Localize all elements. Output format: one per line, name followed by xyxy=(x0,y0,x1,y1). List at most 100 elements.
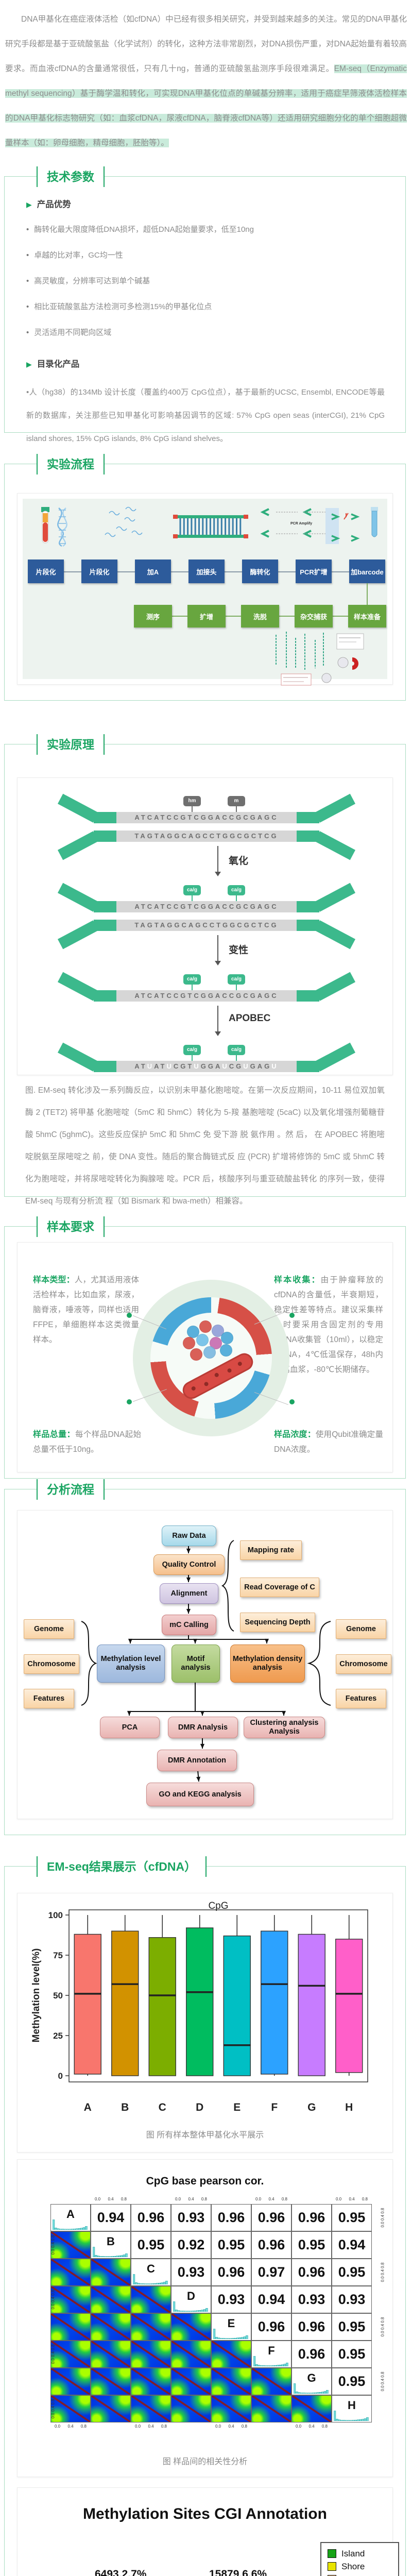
methyl-tag: ca/g xyxy=(183,885,201,902)
advantage-item: •相比亚硫酸氢盐方法检测可多检测15%的甲基化位点 xyxy=(26,301,385,313)
corr-value-cell: 0.96 xyxy=(291,2341,332,2368)
sample-card: 样本类型：人，尤其适用液体活检样本，比如血浆，尿液，脑脊液，唾液等，同样也适用F… xyxy=(17,1242,393,1472)
corr-density-cell xyxy=(50,2341,91,2368)
advantage-text: 灵活适用不同靶向区域 xyxy=(34,328,112,337)
tag-pin xyxy=(192,985,193,991)
section-title-principle: 实验原理 xyxy=(37,734,105,755)
vessel-cell xyxy=(203,1381,209,1387)
advantage-text: 高灵敏度，分辨率可达到单个碱基 xyxy=(34,277,150,285)
stage-arrow xyxy=(215,846,221,876)
svg-text:CpG: CpG xyxy=(208,1901,228,1911)
legend-swatch xyxy=(328,2562,336,2571)
corr-density-cell xyxy=(91,2286,131,2313)
flowchart-connectors xyxy=(81,1540,331,1782)
adapter-arm xyxy=(297,990,319,1002)
corr-diagonal-label: D xyxy=(187,2290,195,2302)
tumor-cell xyxy=(203,1346,216,1359)
corr-value-cell: 0.93 xyxy=(211,2286,251,2313)
corr-density-cell xyxy=(91,2259,131,2286)
tumor-cell xyxy=(199,1320,212,1333)
adapter-arm-angled xyxy=(314,920,356,950)
corr-value-cell: 0.95 xyxy=(332,2368,372,2395)
adapter-arm xyxy=(297,812,319,823)
svg-text:C: C xyxy=(159,2102,166,2113)
tumor-cell xyxy=(190,1348,202,1361)
dna-helix-icon xyxy=(57,507,67,547)
bullet-dot: • xyxy=(26,328,29,337)
corr-density-cell xyxy=(131,2286,171,2313)
bullet-dot: • xyxy=(26,277,29,285)
corr-cell: G xyxy=(291,2368,332,2395)
adapter-arm xyxy=(297,901,319,912)
tag-pin xyxy=(192,1055,193,1061)
legend-swatch xyxy=(328,2549,336,2558)
corr-cell: C xyxy=(131,2259,171,2286)
advantage-item: • 灵活适用不同靶向区域 xyxy=(26,327,385,338)
corr-value-cell: 0.93 xyxy=(332,2286,372,2313)
corr-density-cell xyxy=(171,2341,211,2368)
corr-axis-ticks: 0.0 0.4 0.8 xyxy=(380,2208,385,2227)
hybrid-capture-sketch xyxy=(276,632,364,686)
flow-dmr-annotation: DMR Annotation xyxy=(157,1750,237,1771)
workflow-down-connector xyxy=(367,583,368,605)
svg-text:75: 75 xyxy=(53,1951,63,1960)
methyl-tag: ca/g xyxy=(228,1045,245,1061)
corr-density-cell xyxy=(50,2286,91,2313)
corr-value-cell: 0.95 xyxy=(332,2341,372,2368)
corr-axis-ticks: 0.0 0.4 0.8 xyxy=(50,2290,56,2309)
advantage-item: • 酶转化最大限度降低DNA损坏，超低DNA起始量要求，低至10ng xyxy=(26,224,385,235)
pie-label-shelf: 6493,2.7% xyxy=(95,2568,147,2576)
intro-text: DNA甲基化在癌症液体活检（如cfDNA）中已经有很多相关研究，并受到越来越多的… xyxy=(5,15,407,73)
sample-collection-block: 样本收集：由于肿瘤释放的cfDNA的含量低，半衰期短，稳定性差等特点。建议采集样… xyxy=(274,1276,383,1374)
methyl-tag: ca/g xyxy=(183,974,201,991)
corr-value-cell: 0.96 xyxy=(291,2259,332,2286)
connector-dot xyxy=(289,1399,295,1404)
workflow-step: 加A xyxy=(135,560,171,583)
svg-text:0: 0 xyxy=(58,2071,63,2081)
advantage-text: 酶转化最大限度降低DNA损坏，超低DNA起始量要求，低至10ng xyxy=(34,225,254,234)
advantage-item: •卓越的比对率，GC均一性 xyxy=(26,250,385,261)
flow-meth-density: Methylation density analysis xyxy=(230,1645,305,1683)
section-title-analysis: 分析流程 xyxy=(37,1479,105,1500)
corr-axis-ticks: 0.0 0.4 0.8 xyxy=(50,2235,56,2255)
corr-diagonal-label: B xyxy=(107,2235,115,2248)
corr-density-cell xyxy=(211,2395,251,2422)
bullet-dot: • xyxy=(26,225,29,234)
corr-value-cell: 0.94 xyxy=(91,2204,131,2231)
svg-text:100: 100 xyxy=(48,1910,63,1920)
corr-value-cell: 0.96 xyxy=(211,2259,251,2286)
methyl-tag: m xyxy=(228,796,245,812)
intro-highlighted-text: EM-seq（Enzymatic methyl sequencing）基于酶学温… xyxy=(5,64,407,147)
corr-density-cell xyxy=(131,2368,171,2395)
corr-density-cell xyxy=(171,2368,211,2395)
methyl-tag: ca/g xyxy=(228,974,245,991)
corr-diagonal-label: H xyxy=(348,2399,356,2412)
adapter-arm xyxy=(94,812,116,823)
svg-text:H: H xyxy=(345,2102,353,2113)
adapter-arm xyxy=(94,901,116,912)
dna-sequence-bar: ATCATCCGTCGGACCGCGAGC xyxy=(116,901,297,912)
corr-axis-ticks: 0.0 0.4 0.8 xyxy=(380,2317,385,2336)
workflow-step: 杂交捕获 xyxy=(295,605,333,628)
adapter-arm xyxy=(297,920,319,931)
corr-density-cell xyxy=(251,2368,291,2395)
corr-diagonal-label: A xyxy=(66,2208,75,2221)
corr-cell: H xyxy=(332,2395,372,2422)
flow-chromosome-left: Chromosome xyxy=(24,1654,79,1674)
principle-caption: 图. EM-seq 转化涉及一系列酶反应，以识别未甲基化胞嘧啶。在第一次反应期间… xyxy=(25,1086,385,1206)
section-title-tech: 技术参数 xyxy=(37,166,105,187)
corr-value-cell: 0.93 xyxy=(171,2259,211,2286)
corr-value-cell: 0.95 xyxy=(131,2231,171,2259)
flow-genome-left: Genome xyxy=(24,1619,74,1639)
corr-density-cell xyxy=(91,2313,131,2341)
corr-value-cell: 0.96 xyxy=(291,2204,332,2231)
corr-density-cell xyxy=(50,2313,91,2341)
